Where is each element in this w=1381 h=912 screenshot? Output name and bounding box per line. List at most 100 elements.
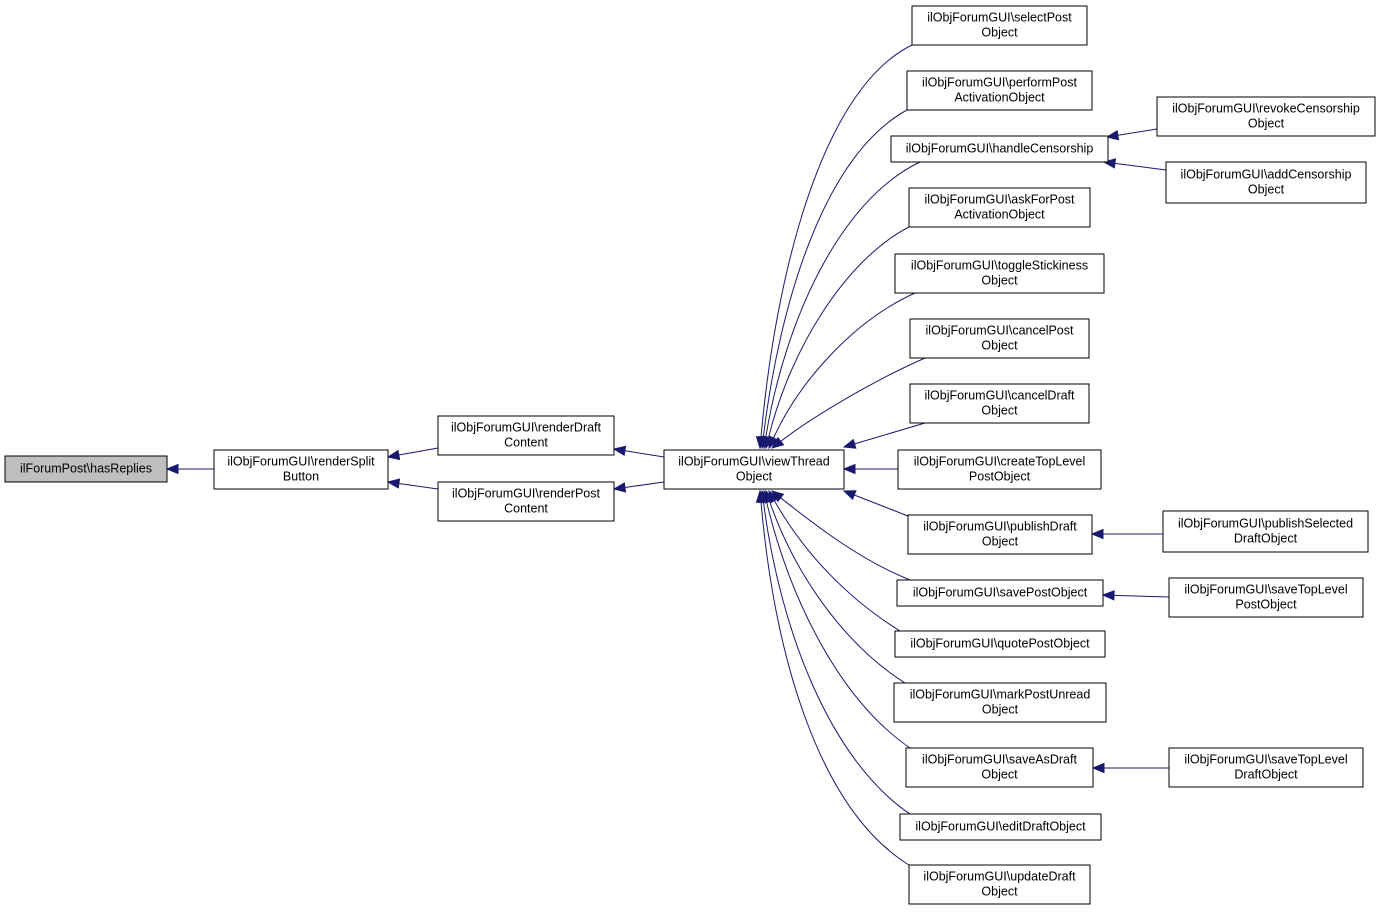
edge-publishDraftObject-to-viewThreadObject xyxy=(842,490,909,517)
edge-renderDraftContent-to-renderSplitButton xyxy=(386,447,439,461)
node-label-line: ilObjForumGUI\performPost xyxy=(922,76,1077,90)
edge-line xyxy=(1114,162,1167,171)
node-label-line: ilObjForumGUI\askForPost xyxy=(924,193,1075,207)
node-savePostObject[interactable]: ilObjForumGUI\savePostObject xyxy=(896,579,1104,607)
node-editDraftObject[interactable]: ilObjForumGUI\editDraftObject xyxy=(899,813,1102,841)
edge-line xyxy=(773,292,916,439)
edge-line xyxy=(766,501,911,749)
edge-line xyxy=(765,161,921,438)
node-box xyxy=(908,187,1091,228)
edge-arrowhead xyxy=(842,490,857,501)
edge-revokeCensorshipObject-to-handleCensorship xyxy=(1105,128,1158,141)
node-label-line: ilObjForumGUI\toggleStickiness xyxy=(911,259,1088,273)
node-label-line: Object xyxy=(1248,117,1285,131)
edge-line xyxy=(624,481,665,488)
node-handleCensorship[interactable]: ilObjForumGUI\handleCensorship xyxy=(890,135,1109,163)
edge-line xyxy=(854,494,909,517)
edges-layer xyxy=(165,44,1170,866)
edge-arrowhead xyxy=(1102,158,1117,169)
edge-saveTopLevelDraftObject-to-saveAsDraftObject xyxy=(1091,762,1169,774)
edge-arrowhead xyxy=(1105,130,1120,141)
node-box xyxy=(911,5,1088,46)
node-box xyxy=(1168,577,1364,618)
edge-createTopLevelPostObject-to-viewThreadObject xyxy=(842,463,898,475)
node-label-line: Object xyxy=(1248,183,1285,197)
edge-line xyxy=(762,109,908,438)
node-performPostActivationObject[interactable]: ilObjForumGUI\performPostActivationObjec… xyxy=(906,70,1093,111)
edge-cancelPostObject-to-viewThreadObject xyxy=(770,357,926,449)
edge-line xyxy=(624,450,665,458)
node-box xyxy=(213,449,389,490)
node-box xyxy=(894,253,1105,294)
node-box xyxy=(663,449,845,490)
edge-line xyxy=(1117,128,1158,136)
node-box xyxy=(906,70,1093,111)
node-label-line: ilObjForumGUI\revokeCensorship xyxy=(1172,102,1360,116)
node-hasReplies[interactable]: ilForumPost\hasReplies xyxy=(4,455,168,483)
node-label-line: Button xyxy=(283,470,319,484)
edge-toggleStickinessObject-to-viewThreadObject xyxy=(768,292,916,450)
edge-savePostObject-to-viewThreadObject xyxy=(770,490,911,581)
node-box xyxy=(909,383,1090,424)
node-label-line: ilObjForumGUI\updateDraft xyxy=(923,870,1076,884)
edge-line xyxy=(768,226,910,438)
edge-arrowhead xyxy=(755,489,767,503)
node-label-line: Object xyxy=(981,404,1018,418)
node-box xyxy=(909,318,1090,359)
edge-cancelDraftObject-to-viewThreadObject xyxy=(842,422,926,449)
node-box xyxy=(894,630,1106,658)
node-quotePostObject[interactable]: ilObjForumGUI\quotePostObject xyxy=(894,630,1106,658)
node-label-line: PostObject xyxy=(1235,598,1297,612)
node-label-line: ilForumPost\hasReplies xyxy=(20,462,152,476)
edge-line xyxy=(780,357,926,442)
node-box xyxy=(890,135,1109,163)
node-label-line: Object xyxy=(981,768,1018,782)
edge-line xyxy=(760,501,910,866)
node-box xyxy=(899,813,1102,841)
node-box xyxy=(4,455,168,483)
node-label-line: ilObjForumGUI\quotePostObject xyxy=(910,637,1090,651)
node-label-line: ilObjForumGUI\renderSplit xyxy=(227,455,375,469)
node-label-line: ilObjForumGUI\saveTopLevel xyxy=(1184,753,1347,767)
edge-arrowhead xyxy=(1091,762,1105,774)
node-label-line: ilObjForumGUI\renderPost xyxy=(452,487,600,501)
node-box xyxy=(437,415,615,456)
node-label-line: ilObjForumGUI\saveTopLevel xyxy=(1184,583,1347,597)
edge-renderPostContent-to-renderSplitButton xyxy=(386,478,439,490)
node-label-line: PostObject xyxy=(969,470,1031,484)
node-label-line: ilObjForumGUI\viewThread xyxy=(678,455,829,469)
node-box xyxy=(1156,96,1376,137)
node-label-line: ilObjForumGUI\cancelPost xyxy=(926,324,1074,338)
edge-handleCensorship-to-viewThreadObject xyxy=(760,161,921,450)
edge-line xyxy=(769,501,906,684)
edge-arrowhead xyxy=(612,482,627,493)
node-box xyxy=(908,864,1091,905)
edge-line xyxy=(760,44,913,438)
node-box xyxy=(1168,747,1364,788)
edge-line xyxy=(1113,594,1170,598)
edge-updateDraftObject-to-viewThreadObject xyxy=(755,489,910,866)
edge-editDraftObject-to-viewThreadObject xyxy=(758,489,911,815)
node-label-line: ilObjForumGUI\handleCensorship xyxy=(906,142,1094,156)
node-label-line: ilObjForumGUI\selectPost xyxy=(927,11,1072,25)
node-label-line: Content xyxy=(504,502,548,516)
